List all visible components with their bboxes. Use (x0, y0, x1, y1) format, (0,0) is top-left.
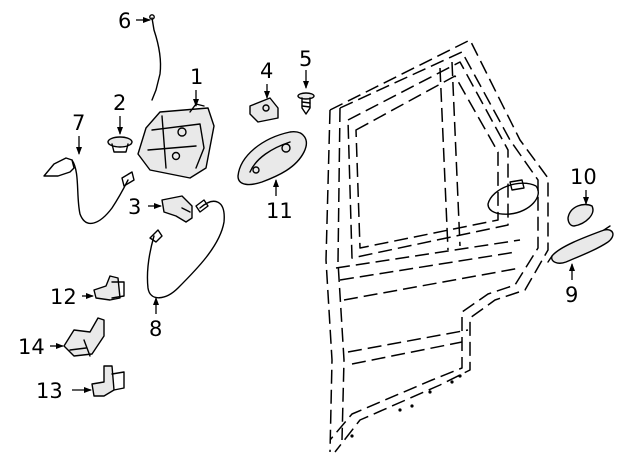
callout-12: 12 (50, 285, 77, 309)
callout-7: 7 (72, 111, 85, 135)
callout-8: 8 (149, 317, 162, 341)
part-9-outside-handle (547, 225, 614, 264)
callout-leaders (50, 17, 589, 393)
part-1-door-latch (137, 103, 215, 179)
callout-5: 5 (299, 47, 312, 71)
callout-11: 11 (266, 199, 293, 223)
part-12-hinge (93, 275, 125, 301)
callout-14: 14 (18, 335, 45, 359)
callout-2: 2 (113, 91, 126, 115)
callout-6: 6 (118, 9, 131, 33)
part-5-screw (297, 92, 315, 115)
part-13-hinge (91, 365, 125, 397)
part-6-control-rod (149, 14, 162, 101)
callout-13: 13 (36, 379, 63, 403)
callout-4: 4 (260, 59, 273, 83)
part-3-bracket (161, 195, 193, 223)
part-2-plug (107, 136, 133, 153)
door-handle-recess (487, 182, 539, 215)
rear-door-shell (325, 39, 549, 453)
callout-3: 3 (128, 195, 141, 219)
callout-10: 10 (570, 165, 597, 189)
part-11-handle-carrier (237, 131, 308, 186)
part-4-striker (249, 97, 279, 123)
part-14-door-check (63, 317, 105, 357)
callout-9: 9 (565, 283, 578, 307)
callout-1: 1 (190, 65, 203, 89)
part-8-lock-cable (146, 199, 225, 299)
part-10-cap (567, 203, 594, 227)
part-7-release-cable (43, 157, 135, 225)
